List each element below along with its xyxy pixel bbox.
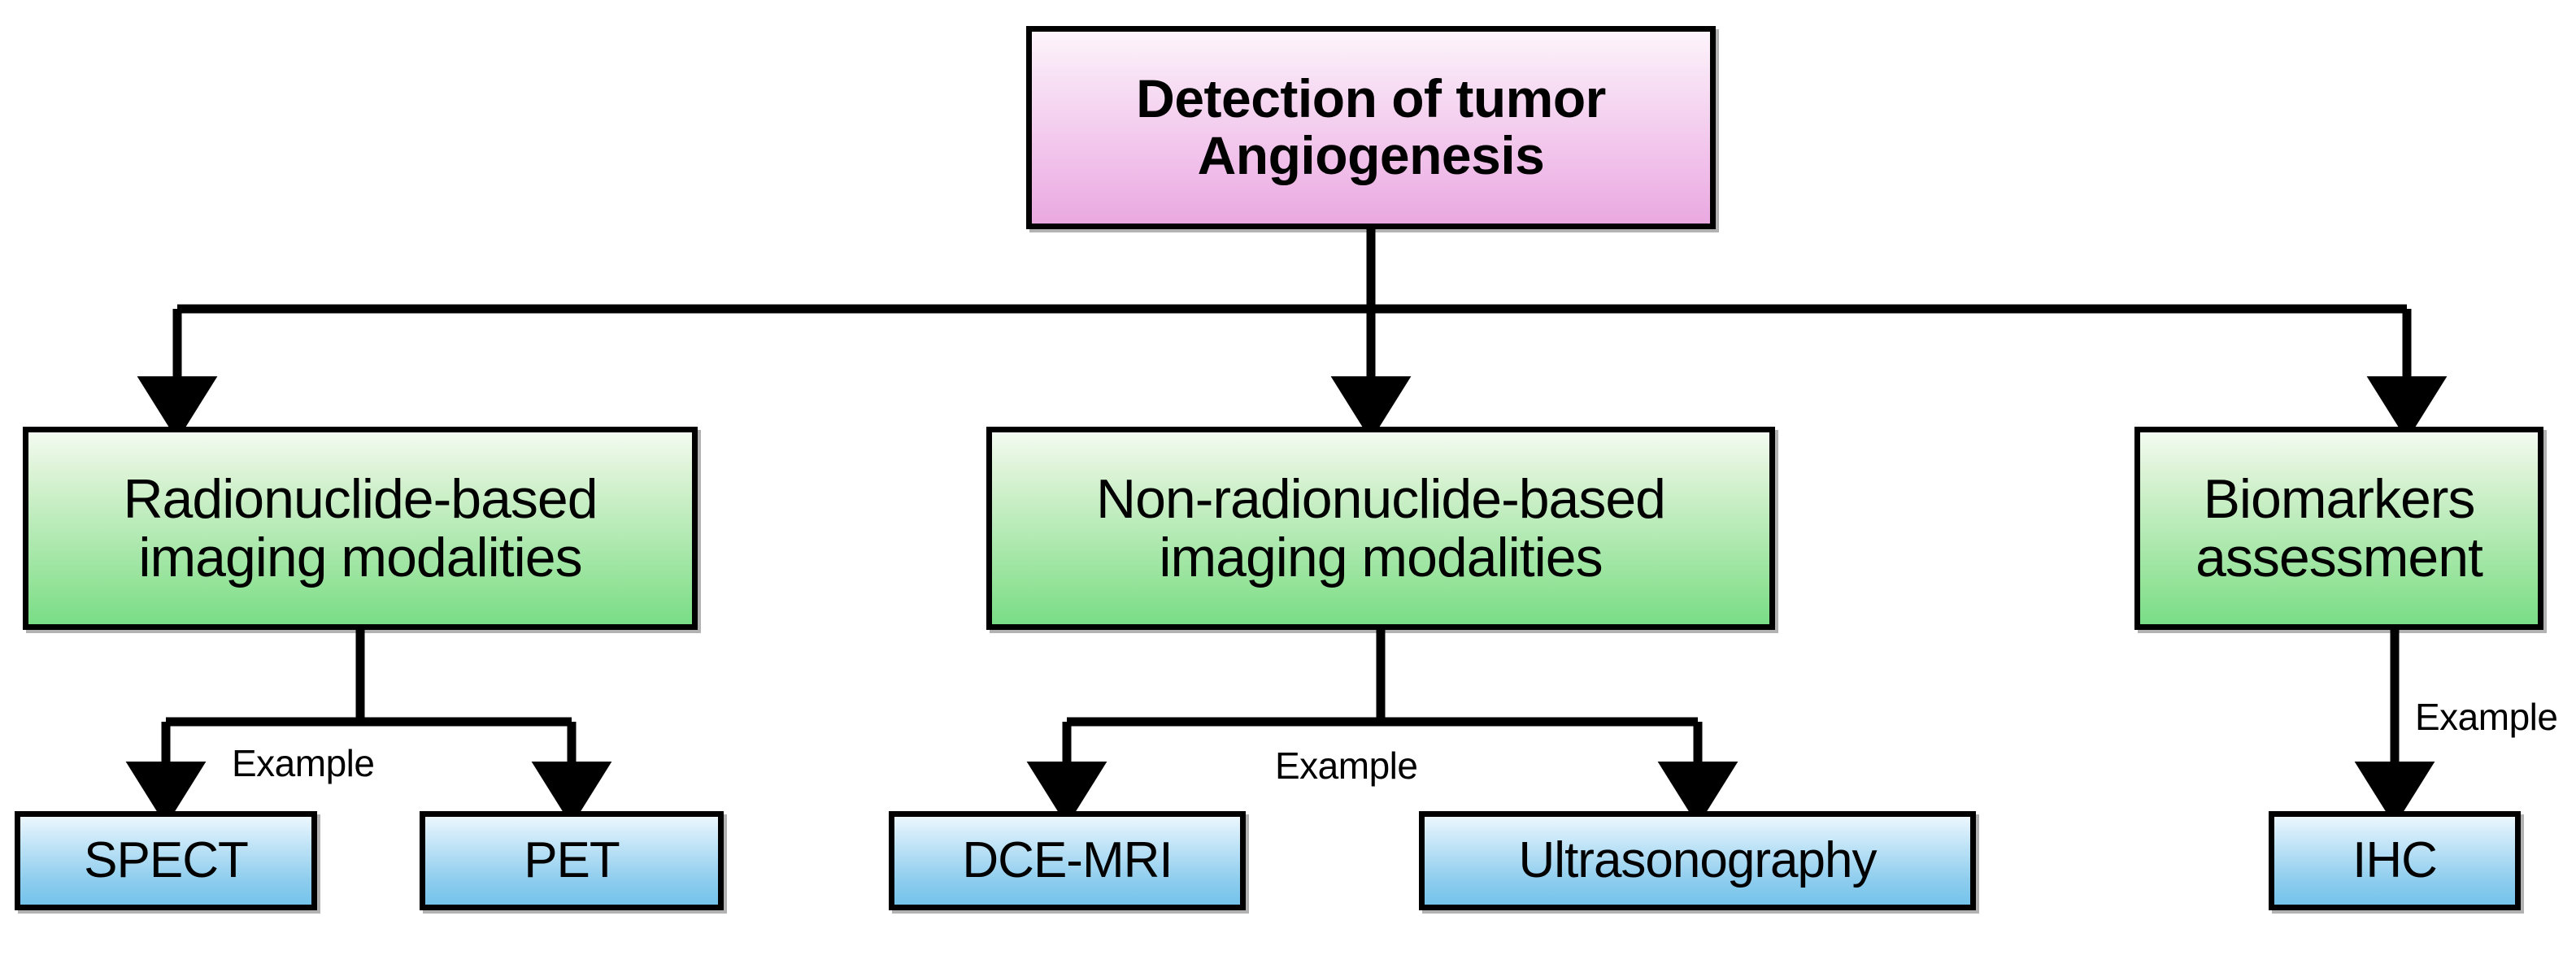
node-branch-non-radionuclide-label: Non-radionuclide-based imaging modalitie… [992, 470, 1769, 587]
node-leaf-ihc-label: IHC [2352, 832, 2438, 889]
node-leaf-pet[interactable]: PET [420, 811, 724, 910]
node-branch-radionuclide-label: Radionuclide-based imaging modalities [28, 470, 692, 587]
edge-label-example-middle: Example [1275, 744, 1418, 787]
node-root-label: Detection of tumor Angiogenesis [1032, 68, 1710, 185]
node-root-label-line2: Angiogenesis [1197, 125, 1545, 185]
node-leaf-dce-mri-label: DCE-MRI [962, 832, 1173, 889]
node-leaf-ultrasonography[interactable]: Ultrasonography [1419, 811, 1976, 910]
node-branch-biomarkers-line1: Biomarkers [2203, 467, 2476, 530]
node-leaf-spect-label: SPECT [84, 832, 249, 889]
node-branch-radionuclide-line2: imaging modalities [138, 527, 582, 588]
node-leaf-dce-mri[interactable]: DCE-MRI [889, 811, 1246, 910]
node-leaf-ihc[interactable]: IHC [2269, 811, 2521, 910]
edge-label-example-right: Example [2415, 696, 2558, 738]
node-branch-biomarkers-assessment[interactable]: Biomarkers assessment [2134, 427, 2543, 630]
node-branch-radionuclide-based-imaging-modalities[interactable]: Radionuclide-based imaging modalities [23, 427, 698, 630]
edge-label-example-left: Example [232, 742, 375, 784]
node-leaf-pet-label: PET [524, 832, 620, 889]
node-root-label-line1: Detection of tumor [1136, 68, 1606, 129]
node-root-detection-of-tumor-angiogenesis[interactable]: Detection of tumor Angiogenesis [1026, 26, 1716, 229]
node-branch-biomarkers-line2: assessment [2195, 527, 2483, 588]
node-branch-non-radionuclide-line1: Non-radionuclide-based [1095, 467, 1666, 530]
node-branch-biomarkers-label: Biomarkers assessment [2140, 470, 2538, 587]
node-leaf-spect[interactable]: SPECT [15, 811, 317, 910]
node-branch-non-radionuclide-line2: imaging modalities [1159, 527, 1603, 588]
node-leaf-ultrasonography-label: Ultrasonography [1518, 832, 1878, 889]
node-branch-radionuclide-line1: Radionuclide-based [123, 467, 598, 530]
node-branch-non-radionuclide-based-imaging-modalities[interactable]: Non-radionuclide-based imaging modalitie… [986, 427, 1775, 630]
